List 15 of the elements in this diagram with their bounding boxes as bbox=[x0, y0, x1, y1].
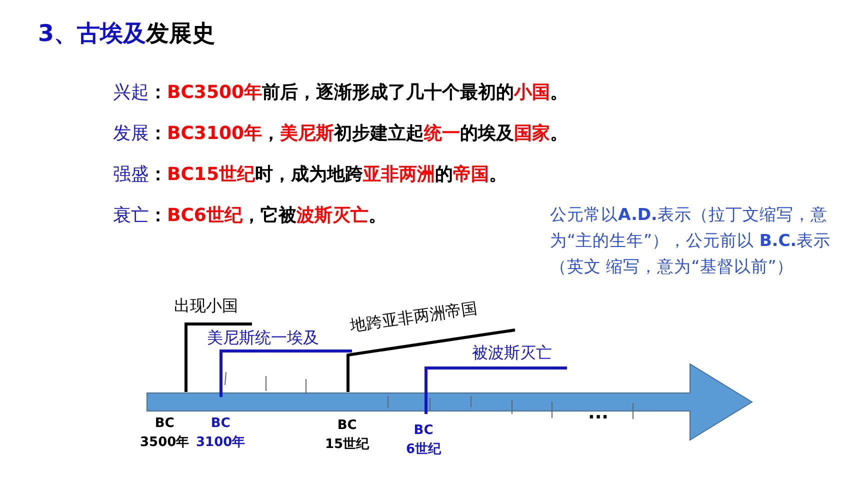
sentence: 兴起：BC3500年前后，逐渐形成了几十个最初的小国。 bbox=[113, 81, 568, 104]
date-label: BC 15世纪 bbox=[325, 417, 370, 454]
sentence: 衰亡：BC6世纪，它被波斯灭亡。 bbox=[113, 204, 386, 227]
ellipsis: ··· bbox=[588, 407, 609, 428]
event-label: 美尼斯统一埃及 bbox=[207, 328, 319, 349]
date-label: BC 3100年 bbox=[196, 415, 246, 452]
event-label: 地跨亚非两洲帝国 bbox=[349, 298, 479, 337]
date-label: BC 3500年 bbox=[140, 415, 190, 452]
event-label: 被波斯灭亡 bbox=[472, 343, 552, 364]
note-text: 公元常以A.D.表示（拉丁文缩写，意为“主的生年”），公元前以 B.C.表示（英文 缩写，意为“基督以前”） bbox=[550, 204, 832, 278]
sentence: 强盛：BC15世纪时，成为地跨亚非两洲的帝国。 bbox=[113, 163, 507, 186]
heading: 3、古埃及发展史 bbox=[38, 20, 216, 49]
event-label: 出现小国 bbox=[174, 296, 238, 317]
sentence: 发展：BC3100年，美尼斯初步建立起统一的埃及国家。 bbox=[113, 122, 568, 145]
date-label: BC 6世纪 bbox=[406, 422, 442, 459]
